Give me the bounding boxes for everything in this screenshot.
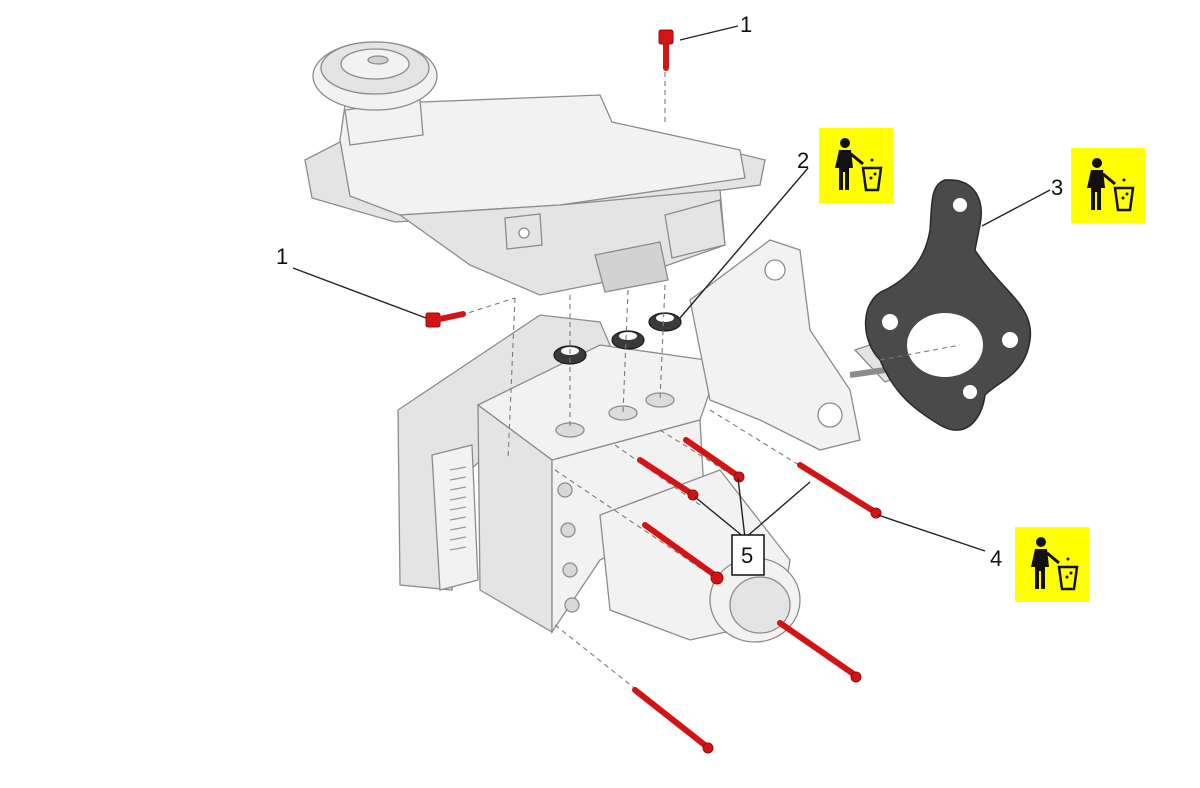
callout-3: 3	[1051, 175, 1063, 200]
bolts-item-4	[632, 462, 882, 754]
gasket	[864, 179, 1032, 431]
callout-4: 4	[990, 546, 1002, 571]
callout-2: 2	[797, 148, 809, 173]
callout-5: 5	[741, 543, 753, 568]
callout-1-top: 1	[740, 12, 752, 37]
brake-fluid-reservoir	[304, 41, 766, 296]
callout-5-box	[731, 534, 765, 576]
seals	[553, 312, 682, 365]
leader-lines	[292, 25, 1051, 552]
dispose-of-part-icon	[819, 128, 893, 203]
callout-1-left: 1	[276, 244, 288, 269]
dispose-of-part-icon	[1015, 527, 1089, 602]
bolt-left	[425, 311, 466, 328]
connector-pins	[449, 466, 467, 551]
bolt-top	[658, 29, 674, 71]
bolts-item-5	[637, 437, 745, 585]
dispose-of-part-icon	[1071, 148, 1145, 223]
